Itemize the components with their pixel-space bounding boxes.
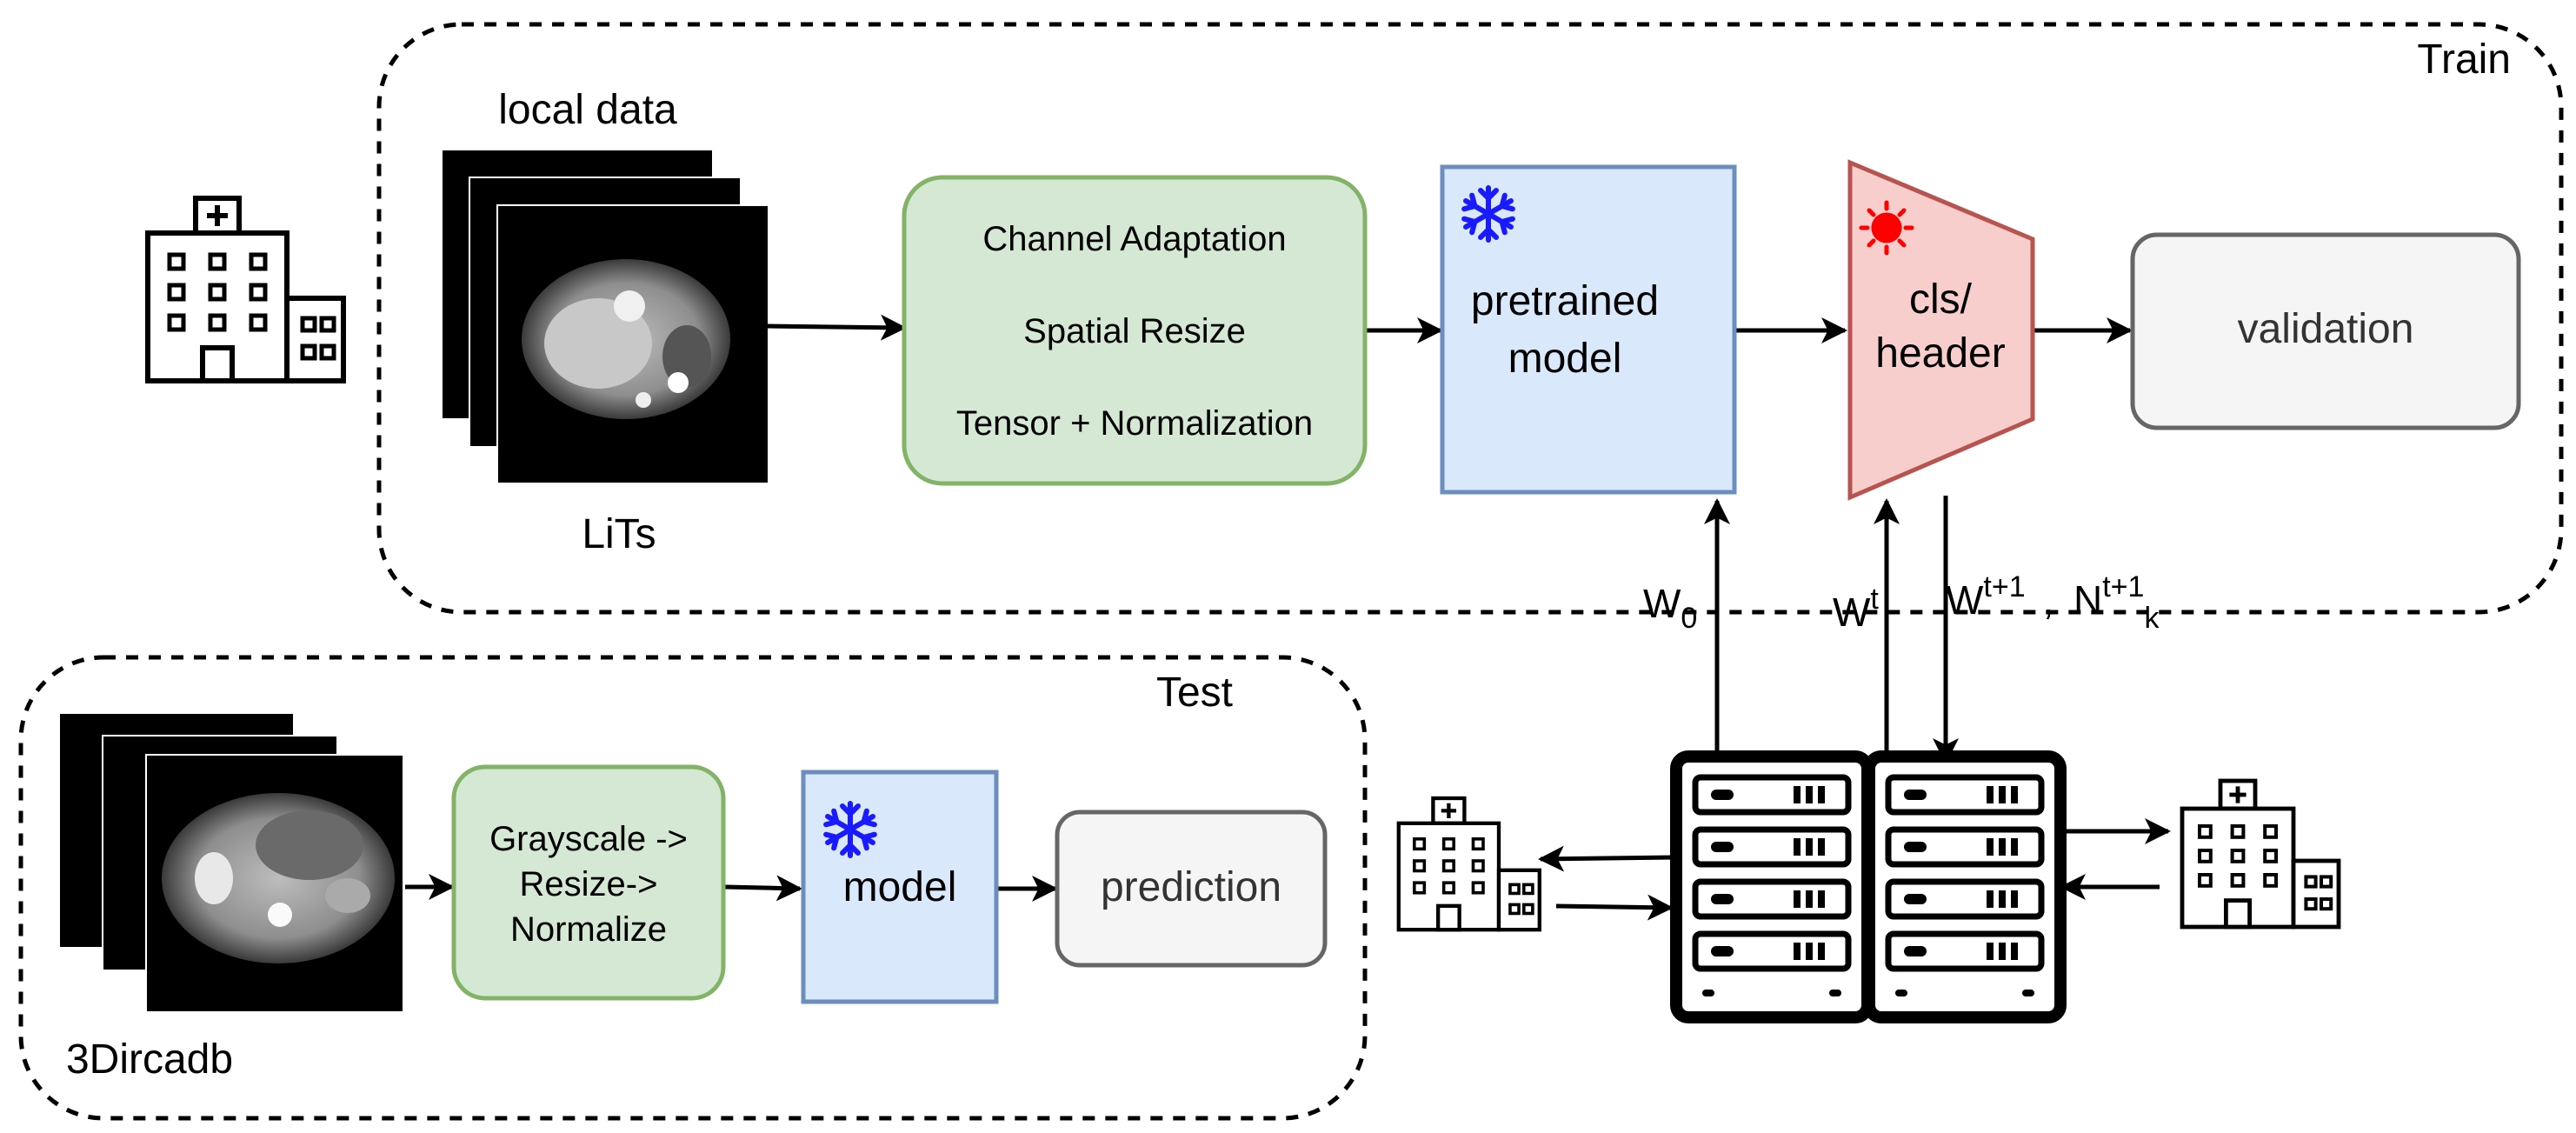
preprocess-channel-adaptation: Channel Adaptation: [982, 220, 1286, 258]
preprocess-spatial-resize: Spatial Resize: [1023, 312, 1246, 350]
test-preprocess-grayscale: Grayscale ->: [489, 820, 688, 858]
lits-label: LiTs: [582, 511, 656, 557]
label-wt: Wt: [1833, 583, 1879, 635]
test-title: Test: [1156, 670, 1233, 716]
train-title: Train: [2417, 37, 2511, 83]
hospital-icon: [1399, 798, 1540, 930]
test-frame: [18, 655, 1368, 1121]
arrow-test-preprocess-to-model: [724, 875, 802, 902]
label-wt1: Wt+1,: [1946, 570, 2053, 623]
test-preprocess-resize: Resize->: [520, 865, 658, 903]
arrow-server-to-left-hospital: [1538, 845, 1677, 872]
label-nt1k: Nt+1k: [2073, 570, 2160, 635]
pretrained-model-label: model: [1508, 336, 1622, 382]
local-data-label: local data: [498, 87, 677, 133]
train-preprocess-box: Channel Adaptation Spatial Resize Tensor…: [902, 175, 1368, 486]
label-w0: W0: [1643, 581, 1697, 635]
prediction-label: prediction: [1101, 864, 1281, 910]
arrow-left-hospital-to-server: [1555, 894, 1674, 921]
validation-box: validation: [2130, 232, 2521, 430]
3dircadb-label: 3Dircadb: [66, 1036, 233, 1083]
preprocess-tensor-normalization: Tensor + Normalization: [956, 404, 1313, 443]
server-rack-icon: [1676, 756, 1867, 1017]
test-preprocess-normalize: Normalize: [510, 910, 667, 949]
header-label: header: [1875, 330, 2005, 377]
test-preprocess-box: Grayscale -> Resize-> Normalize: [451, 764, 726, 1001]
hospital-icon: [2182, 781, 2339, 927]
pretrained-model-box: pretrained model: [1440, 164, 1737, 495]
cls-header-block: cls/ header: [1847, 159, 2035, 501]
prediction-box: prediction: [1055, 810, 1328, 968]
test-panel: Test: [18, 655, 1368, 1121]
train-frame: [376, 22, 2564, 615]
test-model-box: model: [801, 770, 999, 1004]
train-panel: Train: [376, 22, 2564, 615]
cls-label: cls/: [1909, 277, 1973, 323]
ct-stack-3dircadb: 3Dircadb: [58, 712, 404, 1083]
hospital-icon: [148, 198, 343, 381]
validation-label: validation: [2238, 306, 2414, 352]
sun-icon: [1859, 200, 1914, 256]
pretrained-label: pretrained: [1471, 278, 1659, 324]
server-rack-icon: [1869, 756, 2060, 1017]
arrow-data-to-preprocess: [764, 314, 907, 341]
test-model-label: model: [843, 864, 957, 910]
ct-stack-lits: local data LiTs: [441, 87, 769, 557]
